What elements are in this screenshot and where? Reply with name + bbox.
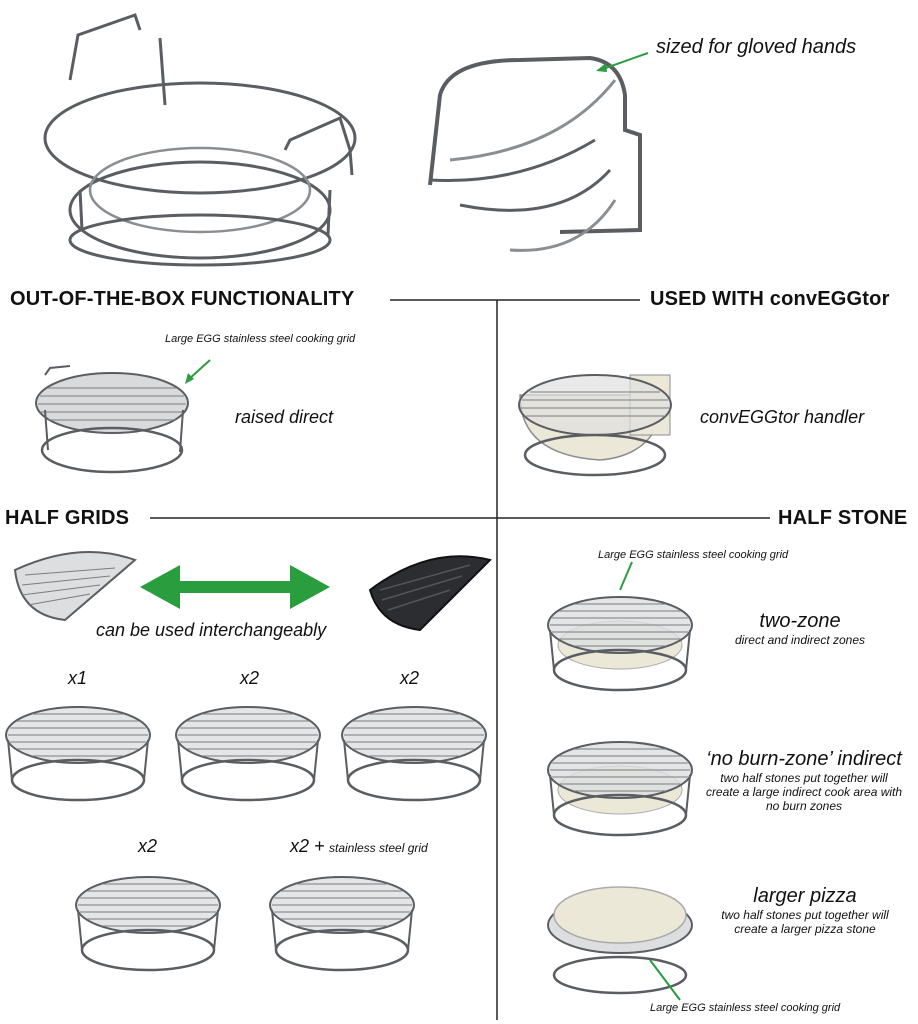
half-stone-item-3: larger pizza two half stones put togethe… <box>700 885 910 936</box>
no-burn-rack <box>547 741 693 837</box>
half-stone-item-1: two-zone direct and indirect zones <box>700 610 900 647</box>
larger-pizza-rack <box>547 886 693 995</box>
config-rack-3 <box>341 706 487 802</box>
two-zone-rack <box>547 596 693 692</box>
config-label-3: x2 <box>400 668 420 688</box>
handle-zoom <box>428 55 642 252</box>
config-label-5-suffix: stainless steel grid <box>328 841 428 855</box>
config-rack-1 <box>5 706 151 802</box>
grid-callout-bottom: Large EGG stainless steel cooking grid <box>650 1002 841 1014</box>
interchange-arrow <box>140 565 330 609</box>
conveggtor-rack <box>518 374 672 477</box>
config-rack-4 <box>75 876 221 972</box>
hero-rack <box>43 13 357 267</box>
item-desc: direct and indirect zones <box>734 633 866 647</box>
item-desc: two half stones put together will create… <box>721 908 889 936</box>
config-label-4: x2 <box>138 836 158 856</box>
grid-callout-half-stone: Large EGG stainless steel cooking grid <box>598 549 789 561</box>
half-grid-cast-iron <box>368 555 492 632</box>
config-label-5-main: x2 + <box>290 836 325 856</box>
item-desc: two half stones put together will create… <box>705 771 903 813</box>
config-label-1: x1 <box>68 668 88 688</box>
config-rack-2 <box>175 706 321 802</box>
config-label-2: x2 <box>240 668 260 688</box>
gloved-hands-callout: sized for gloved hands <box>656 36 857 58</box>
convegg-caption: convEGGtor handler <box>700 407 865 427</box>
config-label-5: x2 + stainless steel grid <box>290 836 428 857</box>
bottom-grid-arrow <box>649 959 681 1001</box>
half-stone-item-2: ‘no burn-zone’ indirect two half stones … <box>690 748 918 813</box>
item-title: two-zone <box>759 610 841 632</box>
convegg-heading: USED WITH convEGGtor <box>650 288 890 310</box>
grid-callout-top: Large EGG stainless steel cooking grid <box>165 333 356 345</box>
config-rack-5 <box>269 876 415 972</box>
interchange-caption: can be used interchangeably <box>96 620 327 640</box>
raised-direct-rack <box>35 365 189 474</box>
out-of-box-heading: OUT-OF-THE-BOX FUNCTIONALITY <box>10 288 355 310</box>
half-stone-grid-arrow <box>619 561 633 591</box>
raised-direct-caption: raised direct <box>235 407 334 427</box>
item-title: ‘no burn-zone’ indirect <box>706 748 902 770</box>
half-grid-steel <box>13 551 137 622</box>
item-title: larger pizza <box>753 885 857 907</box>
half-grids-heading: HALF GRIDS <box>5 507 130 529</box>
gloved-arrow <box>599 52 649 71</box>
half-stone-heading: HALF STONE <box>778 507 908 529</box>
